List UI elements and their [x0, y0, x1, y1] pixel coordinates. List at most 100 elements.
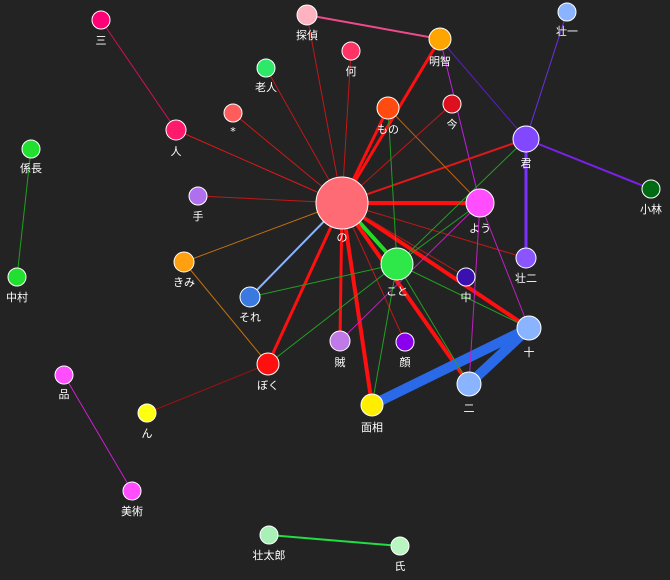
node-label-kao: 顔 — [400, 355, 411, 369]
node-circle-mono[interactable] — [376, 96, 400, 120]
node-naka[interactable]: 中 — [456, 267, 476, 304]
edge-sanyou-hito — [100, 19, 177, 131]
edge-kimi-kobayashi — [525, 138, 652, 190]
node-circle-nani[interactable] — [341, 41, 361, 61]
node-zoku[interactable]: 賊 — [329, 330, 351, 369]
node-circle-bijutsu[interactable] — [122, 481, 142, 501]
node-label-n: ん — [142, 427, 153, 440]
node-circle-shi[interactable] — [390, 536, 410, 556]
node-you[interactable]: よう — [465, 188, 495, 235]
edge-akechi-you — [439, 38, 481, 204]
node-akechi[interactable]: 明智 — [428, 27, 452, 68]
node-circle-sanyou[interactable] — [91, 10, 111, 30]
node-soichi[interactable]: 壮一 — [556, 2, 578, 38]
node-circle-soutarou[interactable] — [259, 525, 279, 545]
node-circle-kobayashi[interactable] — [641, 179, 661, 199]
edge-no-kimi — [341, 138, 527, 204]
node-kobayashi[interactable]: 小林 — [640, 179, 662, 216]
node-circle-roujin[interactable] — [256, 58, 276, 78]
node-circle-n[interactable] — [137, 403, 157, 423]
node-kao[interactable]: 顔 — [395, 332, 415, 369]
edge-layer — [16, 11, 652, 547]
node-label-mensou: 面相 — [361, 421, 383, 434]
node-tantei[interactable]: 探偵 — [296, 4, 318, 42]
node-label-jyuu: 十 — [524, 345, 535, 359]
edge-no-ni — [340, 201, 471, 386]
node-nakamura[interactable]: 中村 — [6, 267, 28, 304]
node-circle-jyuu[interactable] — [516, 315, 542, 341]
node-bijutsu[interactable]: 美術 — [121, 481, 143, 518]
edge-jyuu-ni — [464, 323, 534, 389]
node-circle-te[interactable] — [188, 186, 208, 206]
node-koto[interactable]: こと — [380, 247, 414, 298]
node-label-ni: 二 — [464, 402, 475, 415]
node-circle-kimi[interactable] — [512, 125, 540, 153]
node-hito[interactable]: 人 — [165, 119, 187, 158]
node-kimi[interactable]: 君 — [512, 125, 540, 170]
node-sanyou[interactable]: 三 — [91, 10, 111, 47]
node-circle-nakamura[interactable] — [7, 267, 27, 287]
node-circle-mensou[interactable] — [360, 393, 384, 417]
node-circle-you[interactable] — [465, 188, 495, 218]
node-circle-kakarichou[interactable] — [21, 139, 41, 159]
edge-koto-ni — [396, 263, 470, 385]
node-circle-akechi[interactable] — [428, 27, 452, 51]
node-circle-hin[interactable] — [54, 365, 74, 385]
node-label-bijutsu: 美術 — [121, 505, 143, 518]
edge-tantei-akechi — [306, 14, 441, 40]
node-asterisk[interactable]: * — [223, 103, 243, 138]
node-soutarou[interactable]: 壮太郎 — [253, 525, 286, 562]
node-circle-naka[interactable] — [456, 267, 476, 287]
edge-soutarou-shi — [268, 534, 401, 547]
node-te[interactable]: 手 — [188, 186, 208, 223]
node-jyuu[interactable]: 十 — [516, 315, 542, 359]
node-mono[interactable]: もの — [376, 96, 400, 136]
node-kimi2[interactable]: きみ — [173, 251, 195, 289]
node-mensou[interactable]: 面相 — [360, 393, 384, 434]
node-circle-sore[interactable] — [239, 286, 261, 308]
node-sore[interactable]: それ — [239, 286, 261, 324]
node-circle-souji[interactable] — [515, 247, 537, 269]
node-shi[interactable]: 氏 — [390, 536, 410, 573]
node-nani[interactable]: 何 — [341, 41, 361, 78]
node-label-ima: 今 — [447, 117, 458, 131]
node-label-mono: もの — [377, 123, 399, 136]
node-boku[interactable]: ぼく — [256, 352, 280, 392]
node-circle-boku[interactable] — [256, 352, 280, 376]
node-label-naka: 中 — [461, 291, 472, 304]
edge-kimi2-boku — [183, 261, 269, 365]
node-no[interactable]: の — [315, 176, 369, 244]
node-ni[interactable]: 二 — [456, 371, 482, 415]
node-circle-zoku[interactable] — [329, 330, 351, 352]
node-circle-soichi[interactable] — [557, 2, 577, 22]
node-hin[interactable]: 品 — [54, 365, 74, 401]
node-circle-no[interactable] — [315, 176, 369, 230]
node-circle-ima[interactable] — [442, 94, 462, 114]
node-roujin[interactable]: 老人 — [255, 58, 277, 94]
node-circle-kao[interactable] — [395, 332, 415, 352]
node-souji[interactable]: 壮二 — [515, 247, 537, 285]
node-circle-hito[interactable] — [165, 119, 187, 141]
edge-mono-koto — [387, 107, 398, 265]
edge-no-souji — [341, 202, 527, 259]
node-label-nakamura: 中村 — [6, 290, 28, 304]
edge-mono-you — [387, 107, 481, 204]
edge-no-jyuu — [340, 201, 531, 330]
edge-boku-n — [146, 363, 269, 414]
node-n[interactable]: ん — [137, 403, 157, 440]
node-kakarichou[interactable]: 係長 — [20, 139, 42, 175]
node-circle-tantei[interactable] — [296, 4, 318, 26]
node-ima[interactable]: 今 — [442, 94, 462, 131]
node-label-kimi2: きみ — [173, 276, 195, 289]
node-circle-ni[interactable] — [456, 371, 482, 397]
node-circle-asterisk[interactable] — [223, 103, 243, 123]
node-circle-koto[interactable] — [380, 247, 414, 281]
node-label-shi: 氏 — [395, 560, 406, 573]
edge-akechi-kimi — [439, 38, 527, 140]
node-label-no: の — [337, 231, 348, 244]
node-circle-kimi2[interactable] — [173, 251, 195, 273]
node-label-kimi: 君 — [521, 157, 532, 170]
edge-you-ni — [468, 202, 481, 385]
edge-you-jyuu — [479, 202, 530, 329]
